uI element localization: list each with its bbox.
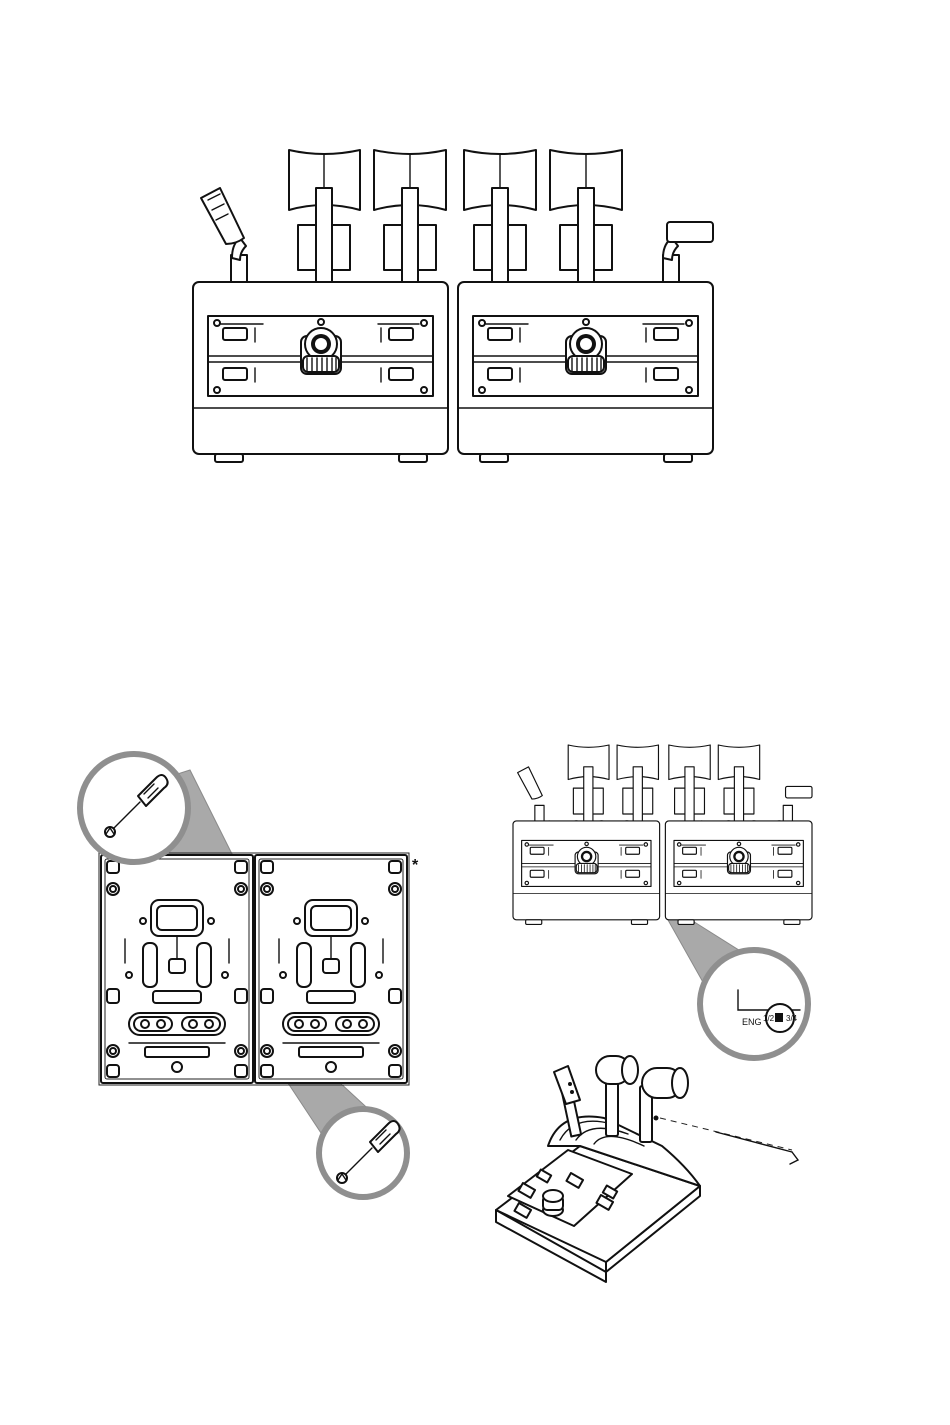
position-label-1-2: 1/2 [763, 1014, 775, 1023]
throttle-quadrant-pair-small: ENG 1/2 3/4 [513, 745, 812, 1058]
position-label-3-4: 3/4 [786, 1014, 798, 1023]
eng-label: ENG [742, 1017, 762, 1027]
base-plate-left [101, 855, 253, 1083]
right-quadrant-module [458, 282, 713, 462]
throttle-quadrant-isometric [496, 1056, 798, 1282]
throttle-quadrant-pair-front-view [193, 150, 713, 462]
zoom-circle-switch [700, 950, 808, 1058]
asterisk-note: * [412, 857, 419, 874]
base-plate-right [255, 855, 407, 1083]
left-quadrant-module [193, 282, 448, 462]
base-plates-bottom-view: * [80, 754, 419, 1197]
